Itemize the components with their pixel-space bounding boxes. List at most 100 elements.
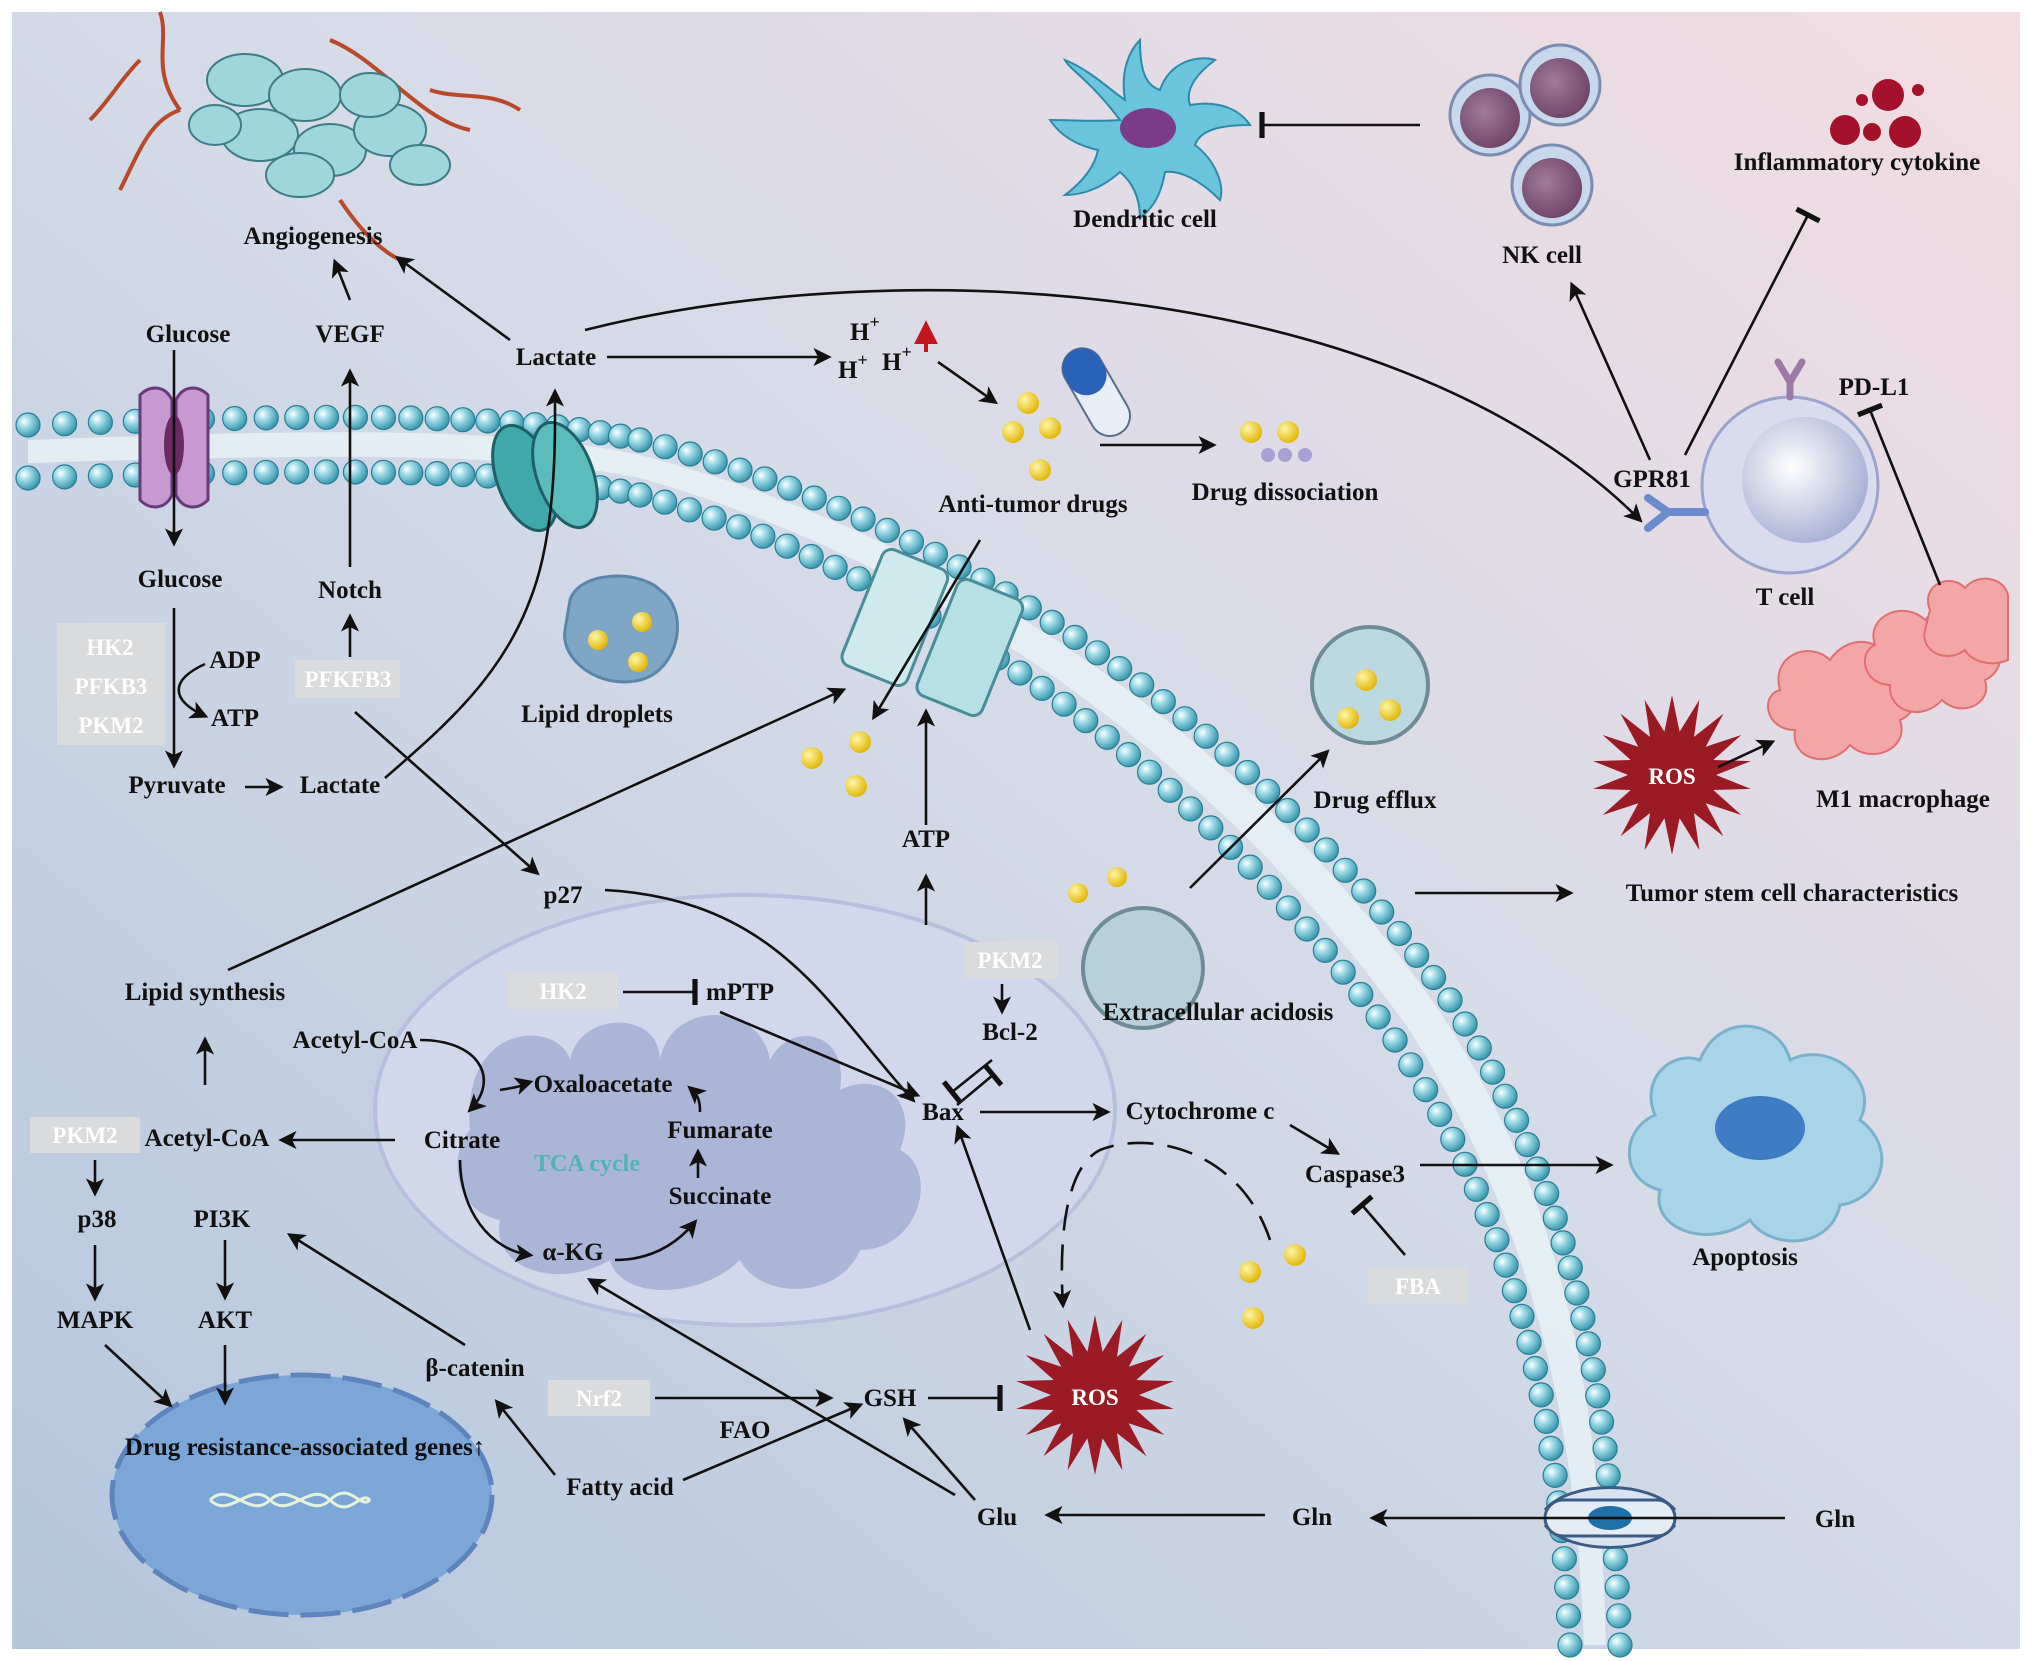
label-glucose-top: Glucose <box>146 321 231 348</box>
membrane-bead <box>1404 942 1430 968</box>
label-akt: AKT <box>198 1307 253 1334</box>
membrane-bead <box>1437 987 1463 1013</box>
membrane-bead <box>1420 964 1447 991</box>
membrane-bead <box>1557 1632 1583 1658</box>
membrane-bead <box>826 495 852 521</box>
t-cell-icon <box>1700 395 1880 575</box>
label-ros-right: ROS <box>1648 764 1695 789</box>
pathway-arrows <box>85 112 1942 1528</box>
enzyme-box-pkm2-mito <box>963 942 1058 978</box>
membrane-bead <box>1509 1303 1535 1330</box>
membrane-bead <box>398 460 424 486</box>
enzyme-box-nrf2 <box>548 1380 650 1416</box>
enzyme-pkm2-mito: PKM2 <box>977 948 1042 973</box>
label-nk-cell: NK cell <box>1502 242 1582 269</box>
membrane-bead <box>1533 1408 1560 1435</box>
enzyme-box-hk2-mito <box>508 973 618 1009</box>
membrane-bead <box>450 462 476 488</box>
membrane-bead <box>1129 672 1155 698</box>
membrane-bead <box>370 459 397 485</box>
label-fao: FAO <box>720 1417 771 1444</box>
label-angiogenesis: Angiogenesis <box>244 223 383 250</box>
membrane-bead <box>222 405 248 432</box>
membrane-bead <box>313 404 340 430</box>
label-tumor-stem: Tumor stem cell characteristics <box>1626 880 1959 907</box>
membrane-bead <box>1452 1011 1478 1037</box>
membrane-bead <box>1542 1462 1568 1489</box>
label-bcl2: Bcl-2 <box>982 1019 1038 1046</box>
glut-transporter-icon <box>138 386 210 509</box>
membrane-bead <box>946 554 972 580</box>
label-acetyl-coa-top: Acetyl-CoA <box>293 1027 418 1054</box>
membrane-bead <box>1524 1156 1551 1182</box>
membrane-bead <box>1237 854 1263 880</box>
membrane-bead <box>1538 1435 1564 1461</box>
label-lipid-droplets: Lipid droplets <box>521 701 673 728</box>
membrane-bead <box>475 408 501 434</box>
membrane-bead <box>850 506 876 532</box>
label-glu: Glu <box>977 1504 1017 1531</box>
label-notch: Notch <box>318 577 382 604</box>
membrane-bead <box>1107 655 1133 682</box>
membrane-bead <box>87 463 114 489</box>
enzyme-nrf2: Nrf2 <box>576 1386 622 1411</box>
membrane-bead <box>398 405 424 431</box>
label-vegf: VEGF <box>315 321 384 348</box>
label-fumarate: Fumarate <box>667 1117 773 1144</box>
enzyme-hk2-mito: HK2 <box>539 979 586 1004</box>
label-pyruvate: Pyruvate <box>128 772 225 799</box>
membrane-bead <box>51 411 78 437</box>
membrane-bead <box>1073 707 1099 734</box>
macrophage-icon <box>1767 577 2010 761</box>
label-t-cell: T cell <box>1756 584 1815 611</box>
membrane-bead <box>1084 640 1111 666</box>
cytokine-icon <box>1830 79 1924 148</box>
membrane-bead <box>1255 778 1281 804</box>
membrane-bead <box>1274 797 1301 824</box>
endothelial-cells-icon <box>188 53 451 198</box>
membrane-bead <box>1555 1603 1582 1629</box>
membrane-bead <box>253 405 279 431</box>
label-oxaloacetate: Oxaloacetate <box>534 1071 673 1098</box>
label-h-plus-3: H+ <box>882 342 912 376</box>
membrane-bead <box>284 404 310 431</box>
membrane-bead <box>1348 981 1374 1008</box>
membrane-bead <box>1557 1255 1583 1281</box>
membrane-bead <box>1479 1059 1506 1085</box>
membrane-bead <box>874 517 901 544</box>
membrane-bead <box>1369 899 1395 925</box>
enzyme-pkm2-left: PKM2 <box>52 1123 117 1148</box>
enzyme-hk2: HK2 <box>86 635 133 660</box>
label-caspase3: Caspase3 <box>1305 1161 1405 1188</box>
enzyme-box-pkm2-left <box>30 1117 140 1153</box>
membrane-bead <box>342 404 368 430</box>
membrane-bead <box>1214 741 1240 767</box>
membrane-bead <box>1365 1004 1391 1030</box>
dna-icon <box>208 1491 372 1509</box>
membrane-bead <box>1484 1227 1510 1253</box>
membrane-bead <box>1550 1230 1576 1256</box>
enzyme-pfkfb3: PFKFB3 <box>305 667 392 692</box>
membrane-bead <box>798 543 824 570</box>
label-p27: p27 <box>544 882 583 909</box>
membrane-bead <box>1193 723 1219 749</box>
drug-molecule-icon <box>801 392 1312 1329</box>
membrane-bead <box>627 427 653 453</box>
membrane-bead <box>1551 1546 1578 1572</box>
label-adp: ADP <box>209 647 260 674</box>
membrane-bead <box>450 407 476 433</box>
membrane-bead <box>1398 1052 1424 1078</box>
membrane-bead <box>1607 1632 1633 1658</box>
membrane-bead <box>284 459 310 485</box>
membrane-bead <box>424 406 450 432</box>
membrane-bead <box>1029 675 1055 702</box>
membrane-bead <box>253 459 279 485</box>
membrane-bead <box>1062 624 1088 651</box>
ros-burst-icon <box>1016 695 1751 1475</box>
label-extracellular-acidosis: Extracellular acidosis <box>1103 999 1334 1026</box>
membrane-bead <box>51 464 78 490</box>
membrane-bead <box>1330 959 1356 985</box>
membrane-bead <box>1386 920 1413 947</box>
membrane-bead <box>1463 1176 1490 1202</box>
label-acetyl-coa: Acetyl-CoA <box>145 1125 270 1152</box>
